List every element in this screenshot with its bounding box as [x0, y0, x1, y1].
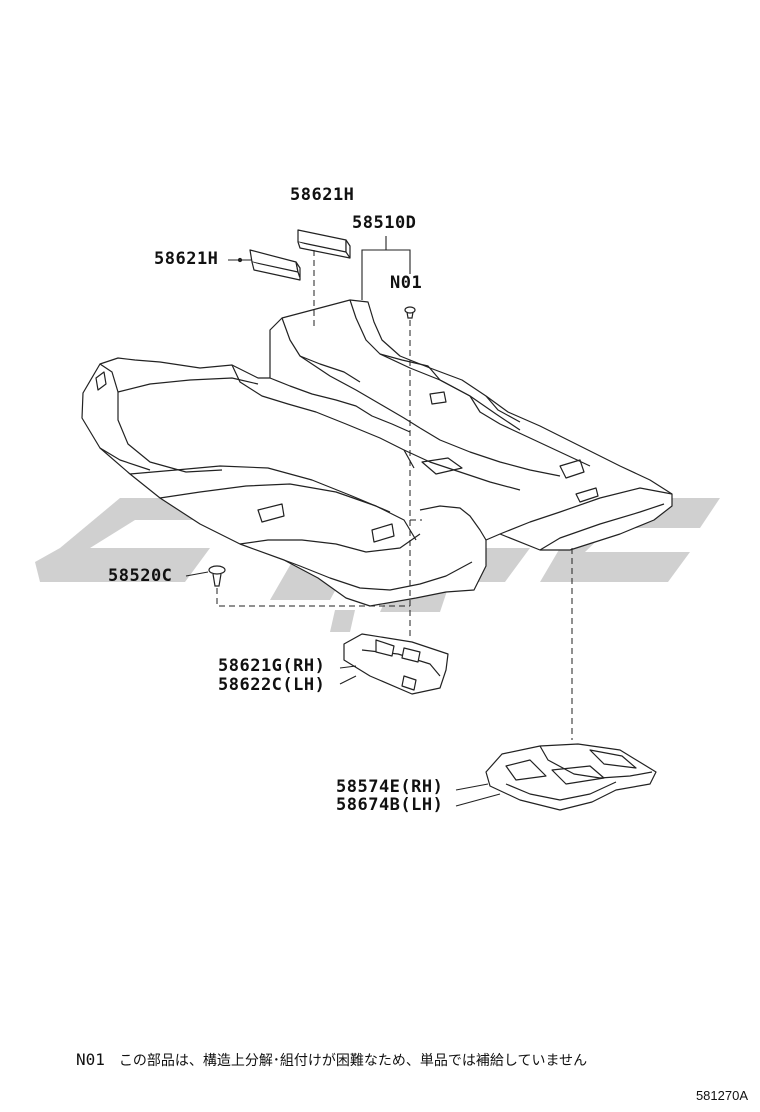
figure-number: 581270A — [695, 1088, 748, 1103]
floor-silencer-pad-rear — [485, 743, 657, 811]
clip-n01 — [404, 306, 416, 319]
label-58621h-top: 58621H — [290, 185, 355, 205]
floor-carpet-assembly — [81, 299, 673, 607]
leader-lines — [185, 236, 501, 807]
clip-58520c — [208, 565, 226, 587]
guide-lines-dashed — [216, 250, 573, 740]
label-58622c: 58622C(LH) — [218, 675, 326, 695]
footnote: N01 この部品は、構造上分解･組付けが困難なため、単品では補給していません — [76, 1050, 587, 1070]
label-58510d: 58510D — [352, 213, 417, 233]
label-58520c: 58520C — [108, 566, 173, 586]
floor-silencer-pad-front — [343, 633, 449, 695]
label-58621h-left: 58621H — [154, 249, 219, 269]
floor-pad-small — [249, 229, 351, 281]
label-58574e: 58574E(RH) — [336, 777, 444, 797]
label-58674b: 58674B(LH) — [336, 795, 444, 815]
label-58621g: 58621G(RH) — [218, 656, 326, 676]
footnote-code: N01 — [76, 1050, 105, 1069]
footnote-text: この部品は、構造上分解･組付けが困難なため、単品では補給していません — [118, 1053, 588, 1069]
label-n01: N01 — [390, 273, 423, 293]
